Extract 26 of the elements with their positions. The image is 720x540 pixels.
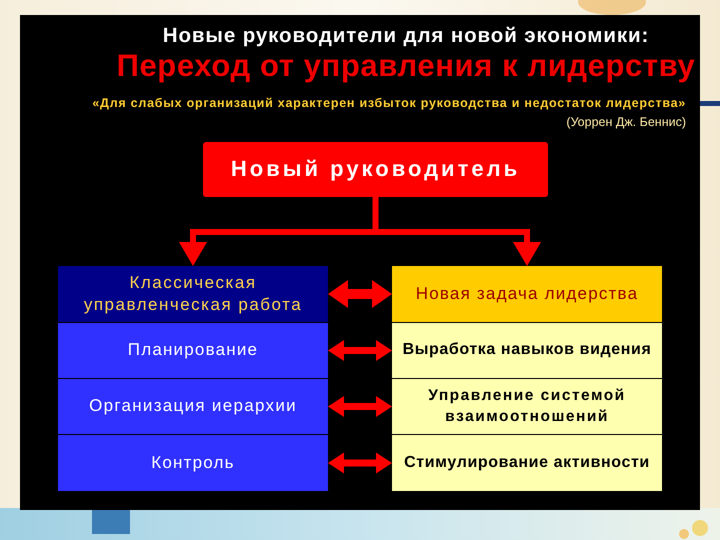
arrow	[328, 396, 392, 417]
arrow	[328, 452, 392, 474]
quote-attribution: (Уоррен Дж. Беннис)	[566, 115, 686, 129]
column-header-box	[392, 266, 662, 322]
box-label: Классическая управленческая работа	[82, 272, 304, 316]
list-item-box	[392, 323, 662, 378]
list-item-box	[58, 323, 328, 378]
slide-subtitle: Переход от управления к лидерству	[116, 48, 696, 84]
box-label: Новый руководитель	[230, 155, 520, 184]
arrow	[328, 340, 392, 361]
column-header-box	[58, 266, 328, 322]
box-label: Управление системой взаимоотношений	[427, 386, 627, 426]
box-label: Организация иерархии	[89, 395, 297, 418]
list-item-box	[392, 379, 662, 434]
quote-text: «Для слабых организаций характерен избыток руководства и недостаток лидерства»	[92, 96, 686, 110]
slide-title: Новые руководители для новой экономики:	[162, 24, 650, 48]
list-item-box	[58, 379, 328, 434]
role-box	[203, 142, 548, 197]
list-item-box	[392, 435, 662, 491]
box-label: Планирование	[128, 339, 258, 362]
list-item-box	[58, 435, 328, 491]
arrow	[328, 280, 392, 308]
box-label: Выработка навыков видения	[402, 340, 652, 360]
box-label: Контроль	[151, 452, 235, 474]
box-label: Стимулирование активности	[404, 452, 650, 473]
box-label: Новая задача лидерства	[416, 282, 638, 305]
